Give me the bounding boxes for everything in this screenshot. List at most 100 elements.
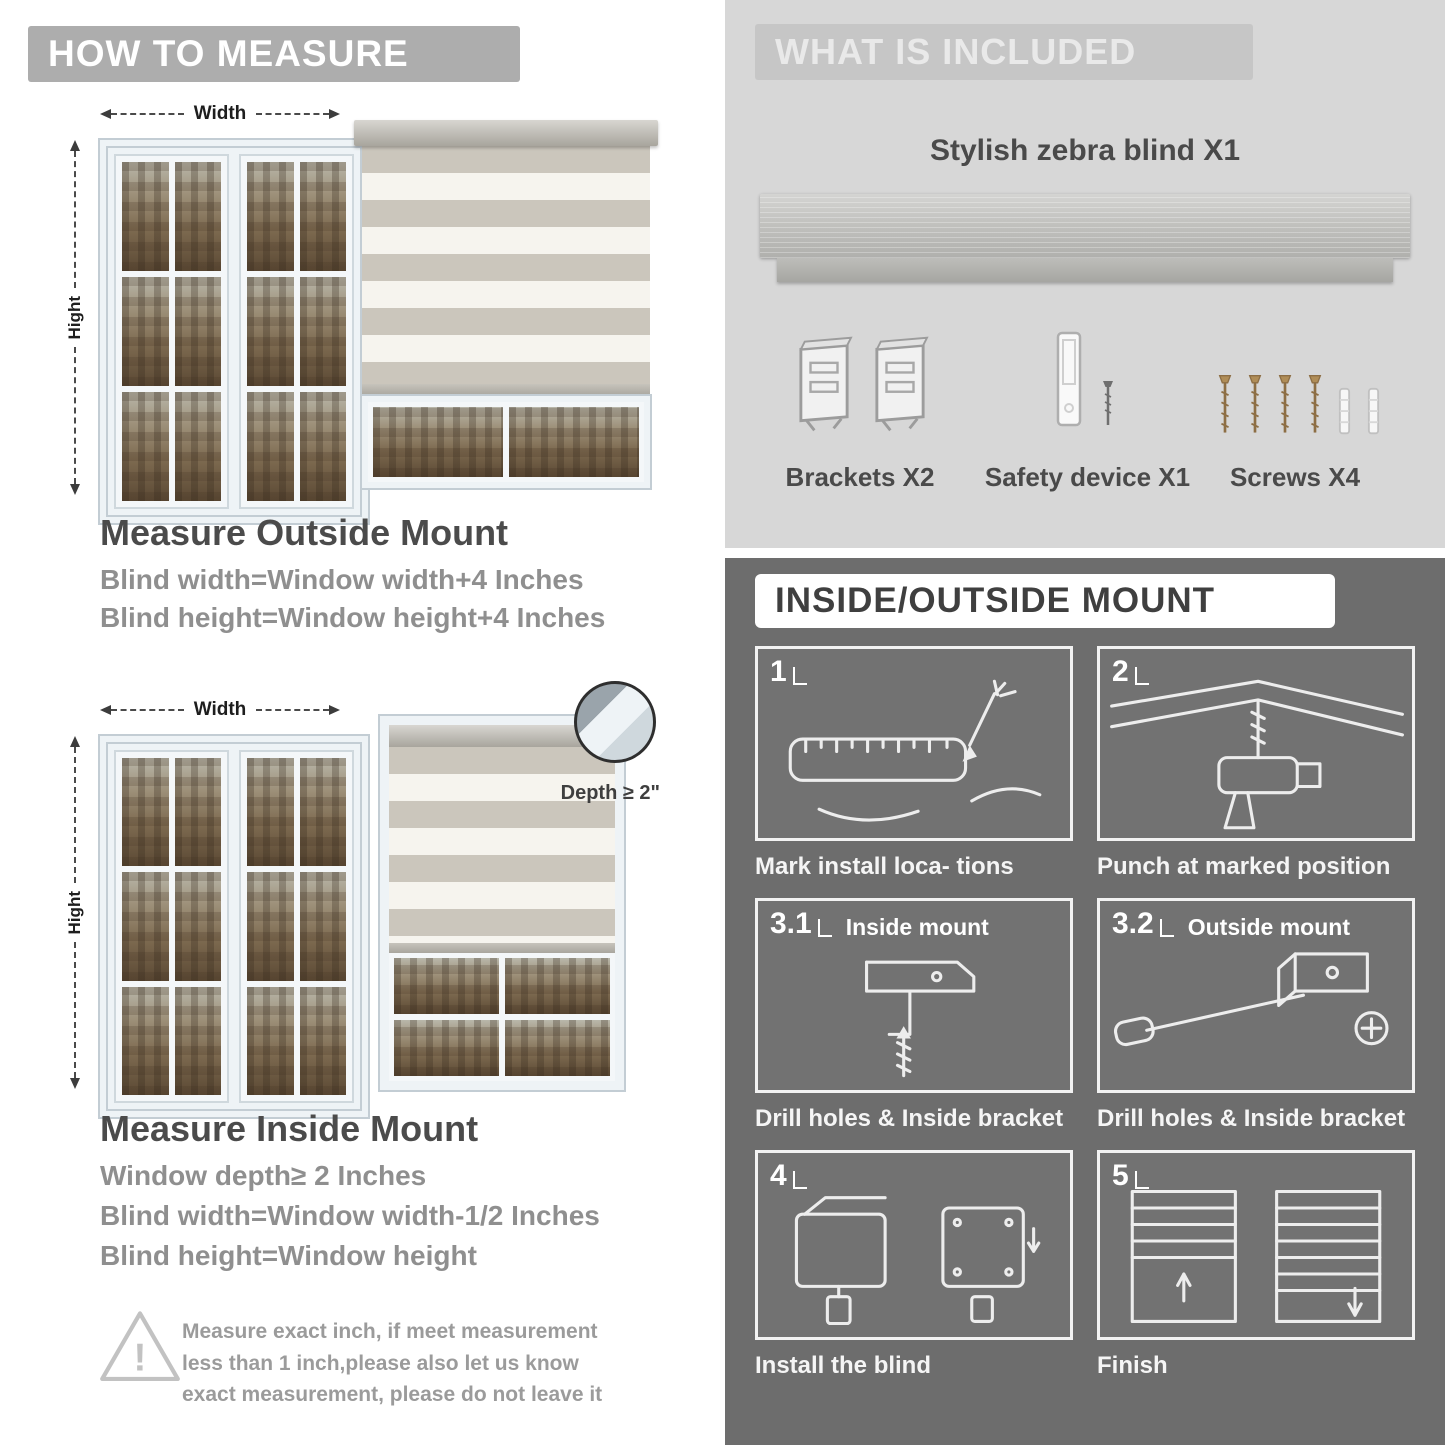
width-label: Width (193, 699, 247, 720)
step-5-header: 5 (1112, 1161, 1149, 1191)
window-pane (122, 872, 169, 981)
window-pane (505, 958, 610, 1014)
width-measure-inside: Width (100, 698, 340, 722)
brackets-label: Brackets X2 (785, 462, 935, 492)
step-3-2-header: 3.2 Outside mount (1112, 909, 1350, 941)
finish-blinds-illustration (1130, 1189, 1382, 1323)
arrow-right-icon (329, 109, 340, 119)
safety-device-icon (1056, 331, 1082, 427)
screws-icons (1217, 372, 1381, 438)
wall-anchor-icon (1338, 387, 1351, 435)
zebra-blind-outside-illustration (354, 120, 658, 490)
zebra-blind-headrail-illustration (760, 194, 1410, 258)
step-2: 2 Punch at marked position (1097, 646, 1415, 881)
window-pane (122, 162, 169, 271)
what-is-included-section: WHAT IS INCLUDED Stylish zebra blind X1 (725, 0, 1445, 548)
dashed-line (74, 747, 76, 883)
step-4: 4 Install the blind (755, 1150, 1073, 1380)
step-5: 5 Finish (1097, 1150, 1415, 1380)
arrow-left-icon (100, 109, 111, 119)
step-4-caption: Install the blind (755, 1352, 932, 1379)
window-pane (122, 392, 169, 501)
blind-bottom-rail (389, 943, 615, 953)
window-illustration-inside (100, 736, 368, 1117)
window-sash (239, 750, 354, 1103)
blind-headrail (389, 725, 615, 747)
screw-icon (1103, 381, 1113, 425)
step-1: 1 Mark install loca- tions (755, 646, 1073, 881)
step-4-header: 4 (770, 1161, 807, 1191)
corner-mark-icon (1159, 919, 1174, 937)
window-pane (394, 958, 499, 1014)
wall-anchor-icon (1367, 387, 1380, 435)
step-3-2-panel: 3.2 Outside mount (1097, 898, 1415, 1093)
blind-stripes (389, 747, 615, 943)
window-sash (114, 750, 229, 1103)
step-1-header: 1 (770, 657, 807, 687)
depth-magnifier-icon (574, 681, 656, 763)
zebra-blind-inside-illustration (378, 714, 626, 1092)
window-pane (247, 162, 294, 271)
step-3-1-title: Inside mount (845, 914, 989, 940)
corner-mark-icon (792, 1171, 807, 1189)
measure-mark-illustration (788, 679, 1042, 822)
width-measure-outside: Width (100, 102, 340, 126)
window-pane (247, 758, 294, 867)
outside-mount-line2: Blind height=Window height+4 Inches (100, 602, 606, 633)
window-pane (247, 392, 294, 501)
step-3-1: 3.1 Inside mount Drill holes & Inside br… (755, 898, 1073, 1133)
step-5-panel: 5 (1097, 1150, 1415, 1340)
step-number: 3.1 (770, 907, 812, 940)
step-number: 2 (1112, 655, 1129, 688)
window-under-blind (360, 394, 652, 490)
window-pane (247, 986, 294, 1095)
width-label: Width (193, 103, 247, 124)
inside-mount-line1: Window depth≥ 2 Inches (100, 1160, 427, 1191)
depth-label: Depth ≥ 2" (560, 782, 660, 804)
step-4-panel: 4 (755, 1150, 1073, 1340)
window-pane (122, 277, 169, 386)
drill-illustration (1110, 679, 1404, 830)
what-is-included-title: WHAT IS INCLUDED (775, 31, 1137, 72)
window-sash (239, 154, 354, 509)
step-1-caption: Mark install loca- tions (755, 853, 1014, 880)
arrow-up-icon (70, 736, 80, 747)
window-pane (299, 872, 346, 981)
dashed-line (74, 151, 76, 288)
corner-mark-icon (792, 667, 807, 685)
step-number: 5 (1112, 1159, 1129, 1192)
window-illustration-outside (100, 140, 368, 523)
arrow-down-icon (70, 1078, 80, 1089)
install-blind-illustration (794, 1196, 1041, 1326)
window-pane (174, 277, 221, 386)
blind-headrail (354, 120, 658, 146)
warning-exclamation: ! (134, 1337, 147, 1380)
step-2-panel: 2 (1097, 646, 1415, 841)
dashed-line (111, 709, 184, 711)
window-pane (247, 872, 294, 981)
height-measure-outside: Hight (62, 140, 88, 495)
window-pane (174, 162, 221, 271)
step-3-2-caption: Drill holes & Inside bracket (1097, 1105, 1406, 1132)
step-3-2-title: Outside mount (1187, 914, 1350, 940)
screw-icon (1278, 375, 1292, 433)
bracket-icon (875, 336, 929, 432)
window-pane (299, 392, 346, 501)
window-sash (114, 154, 229, 509)
dashed-line (74, 942, 76, 1078)
warning-icon: ! (100, 1311, 180, 1382)
blind-stripes (362, 146, 650, 384)
height-measure-inside: Hight (62, 736, 88, 1089)
screw-icon (1308, 375, 1322, 433)
window-pane (505, 1020, 610, 1076)
step-number: 3.2 (1112, 907, 1154, 940)
window-pane (299, 277, 346, 386)
product-name: Stylish zebra blind X1 (929, 134, 1241, 167)
step-3-2: 3.2 Outside mount Drill holes & Inside b… (1097, 898, 1415, 1133)
what-is-included-banner: WHAT IS INCLUDED (755, 24, 1253, 80)
safety-device-icons (1053, 330, 1115, 430)
dashed-line (256, 113, 329, 115)
corner-mark-icon (1134, 667, 1149, 685)
window-pane (299, 162, 346, 271)
